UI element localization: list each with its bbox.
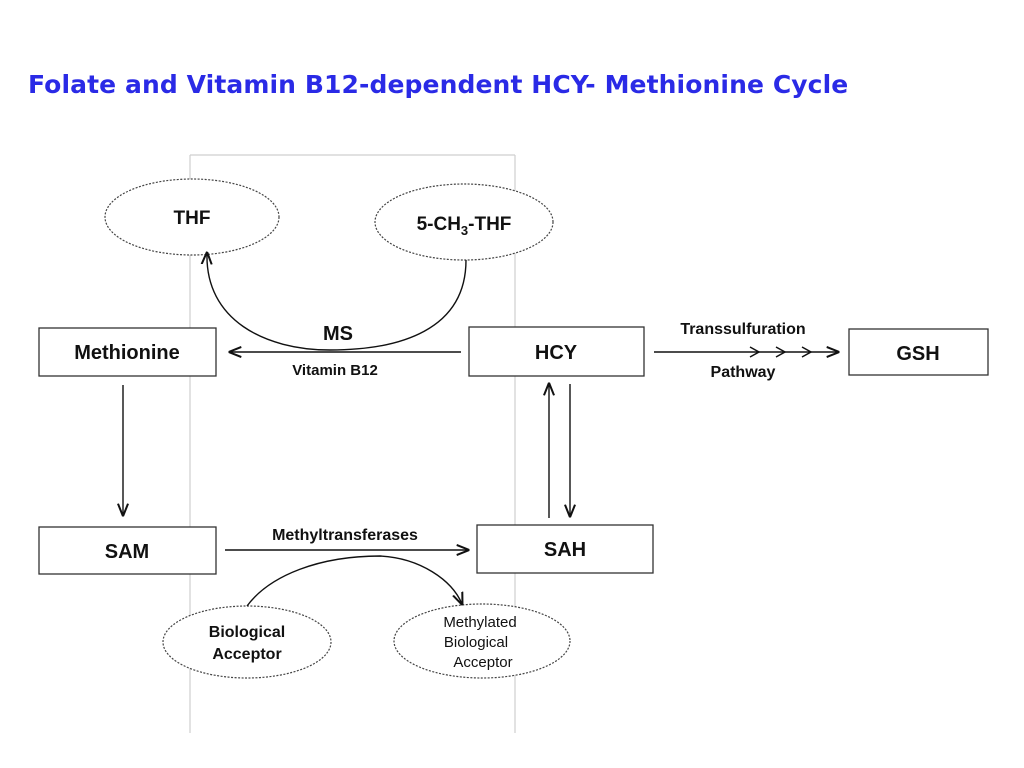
node-thf: THF <box>104 178 280 256</box>
node-hcy: HCY <box>468 326 645 377</box>
methyltransferases-label: Methyltransferases <box>272 527 418 544</box>
node-sam: SAM <box>38 526 217 575</box>
methyl-thf-label: 5-CH3-THF <box>417 214 512 238</box>
arrow-acceptor-methylation <box>246 555 462 606</box>
node-methionine: Methionine <box>38 327 217 377</box>
pathway-label: Pathway <box>711 364 776 381</box>
hcy-label: HCY <box>535 342 578 364</box>
sah-label: SAH <box>544 539 586 561</box>
methylated-line3: Acceptor <box>453 654 512 671</box>
bio-acceptor-line2: Acceptor <box>212 646 281 663</box>
ms-label: MS <box>323 323 353 345</box>
methylated-line1: Methylated <box>443 614 516 631</box>
node-5-methyl-thf: 5-CH3-THF <box>374 183 554 261</box>
bio-acceptor-line1: Biological <box>209 624 285 641</box>
methylated-line2: Biological <box>444 634 508 651</box>
sam-label: SAM <box>105 541 149 563</box>
gsh-label: GSH <box>896 343 939 365</box>
page-title: Folate and Vitamin B12-dependent HCY- Me… <box>28 70 849 99</box>
arrow-transsulfuration <box>654 347 838 357</box>
thf-label: THF <box>174 208 211 229</box>
node-biological-acceptor: Biological Acceptor <box>162 605 332 679</box>
arrow-ms-folate-arc <box>207 253 467 351</box>
transsulfuration-label: Transsulfuration <box>680 321 805 338</box>
node-sah: SAH <box>476 524 654 574</box>
vitamin-b12-label: Vitamin B12 <box>292 362 378 379</box>
node-gsh: GSH <box>848 328 989 376</box>
node-methylated-acceptor: Methylated Biological Acceptor <box>393 603 571 679</box>
methionine-label: Methionine <box>74 342 180 364</box>
